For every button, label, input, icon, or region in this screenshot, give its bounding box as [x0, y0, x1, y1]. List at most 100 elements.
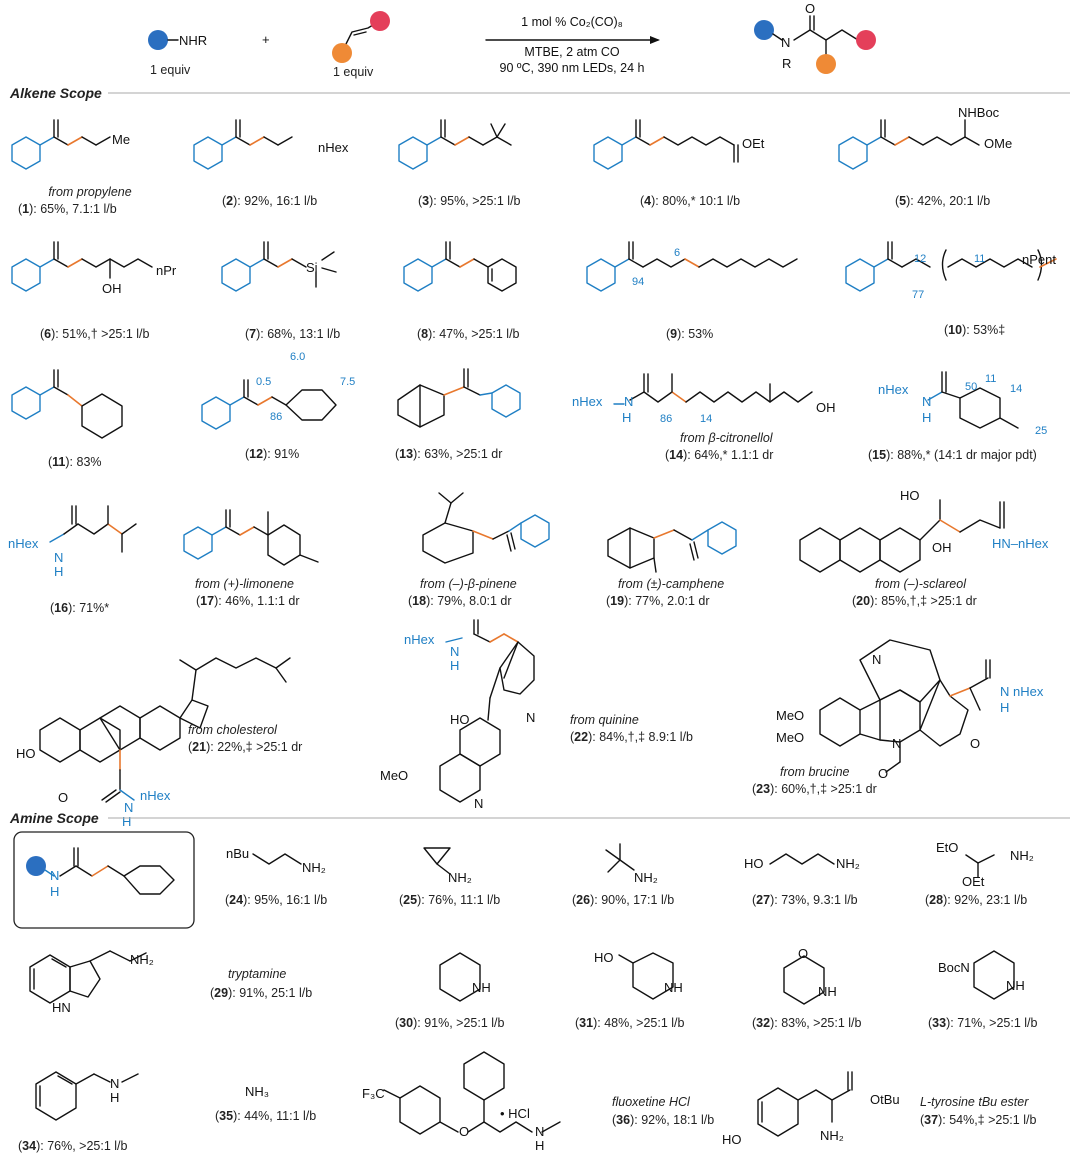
source-14: from β-citronellol: [680, 431, 774, 445]
caption-18: (18): 79%, 8.0:1 dr: [408, 594, 512, 608]
sub-33: BocN: [938, 960, 970, 975]
structure-2: [193, 119, 293, 170]
caption-10: (10): 53%‡: [944, 323, 1005, 337]
general-product-box: [13, 831, 195, 929]
sub-16-nhex: nHex: [8, 536, 39, 551]
caption-30: (30): 91%, >25:1 l/b: [395, 1016, 505, 1030]
sub-24: nBu: [226, 846, 249, 861]
structure-15: [927, 371, 1019, 429]
caption-36: (36): 92%, 18:1 l/b: [612, 1113, 714, 1127]
pct-15-c: 14: [1010, 383, 1022, 395]
source-1: from propylene: [48, 185, 131, 199]
caption-22: (22): 84%,†,‡ 8.9:1 l/b: [570, 730, 693, 744]
sub-21-h: H: [122, 814, 131, 829]
product-dot-orange: [816, 54, 836, 74]
sub-14-h: H: [622, 410, 631, 425]
sub-14-nhex: nHex: [572, 394, 603, 409]
product-dot-red: [856, 30, 876, 50]
caption-9: (9): 53%: [666, 327, 713, 341]
pct-12-c: 7.5: [340, 376, 355, 388]
sub-23-meo1: MeO: [776, 708, 804, 723]
sub-34: H: [110, 1090, 119, 1105]
section-amine-scope: Amine Scope: [9, 810, 99, 826]
nh-24: NH₂: [302, 860, 326, 875]
sub-36: F₃C: [362, 1086, 385, 1101]
sub-23-n: N: [872, 652, 881, 667]
nh-34: N: [110, 1076, 119, 1091]
sub-36-n: N: [535, 1124, 544, 1139]
structure-31: [618, 952, 674, 1000]
amine-equiv: 1 equiv: [150, 63, 191, 77]
nh-31: NH: [664, 980, 683, 995]
sub2-37: OtBu: [870, 1092, 900, 1107]
caption-23: (23): 60%,†,‡ >25:1 dr: [752, 782, 877, 796]
pct-12-d: 86: [270, 411, 282, 423]
structure-36: [383, 1051, 561, 1135]
source-19: from (±)-camphene: [618, 577, 724, 591]
caption-32: (32): 83%, >25:1 l/b: [752, 1016, 862, 1030]
structure-17: [183, 509, 319, 566]
structure-5: [838, 119, 980, 170]
sub-36-h: H: [535, 1138, 544, 1153]
structure-16: [49, 505, 137, 553]
amine-label: NHR: [179, 33, 207, 48]
caption-1-id: (1): 65%, 7.1:1 l/b: [18, 202, 117, 216]
sub-20-ho: HO: [900, 488, 920, 503]
caption-12: (12): 91%: [245, 447, 299, 461]
nh-27: NH₂: [836, 856, 860, 871]
pct-9-b: 94: [632, 276, 644, 288]
sub-21-o: O: [58, 790, 68, 805]
sub-23-nhex: N nHex: [1000, 684, 1044, 699]
sub-4: OEt: [742, 136, 765, 151]
nh-29: NH₂: [130, 952, 154, 967]
sub-23-meo2: MeO: [776, 730, 804, 745]
structure-21: [39, 657, 291, 803]
nh-30: NH: [472, 980, 491, 995]
caption-7: (7): 68%, 13:1 l/b: [245, 327, 340, 341]
structure-24: [252, 853, 302, 865]
sub-31: HO: [594, 950, 614, 965]
caption-21: (21): 22%,‡ >25:1 dr: [188, 740, 302, 754]
sub-23-n2: N: [892, 736, 901, 751]
sub-23-o: O: [970, 736, 980, 751]
source-37: L-tyrosine tBu ester: [920, 1095, 1029, 1109]
caption-27: (27): 73%, 9.3:1 l/b: [752, 893, 858, 907]
sub2-5: NHBoc: [958, 105, 1000, 120]
sub-10: nPent: [1022, 252, 1056, 267]
sub-1: Me: [112, 132, 130, 147]
pct-12-a: 0.5: [256, 376, 271, 388]
structure-30: [439, 952, 481, 1002]
sub-22-h: H: [450, 658, 459, 673]
structure-33: [973, 950, 1015, 1000]
caption-37: (37): 54%,‡ >25:1 l/b: [920, 1113, 1036, 1127]
nh-32: NH: [818, 984, 837, 999]
caption-28: (28): 92%, 23:1 l/b: [925, 893, 1027, 907]
structure-3: [398, 119, 512, 170]
product-n: N: [781, 35, 790, 50]
structure-26: [605, 843, 635, 873]
sub-7: Si: [306, 260, 318, 275]
sub-21-n: N: [124, 800, 133, 815]
structure-6: [11, 241, 153, 292]
sub-20-hn: HN–nHex: [992, 536, 1049, 551]
alkene-dot-orange: [332, 43, 352, 63]
structure-10: [845, 241, 1057, 292]
pct-15-d: 25: [1035, 425, 1047, 437]
caption-13: (13): 63%, >25:1 dr: [395, 447, 502, 461]
sub-22-ho: HO: [450, 712, 470, 727]
product-o: O: [805, 1, 815, 16]
sub-22-meo: MeO: [380, 768, 408, 783]
sub-20-oh: OH: [932, 540, 952, 555]
caption-15: (15): 88%,* (14:1 dr major pdt): [868, 448, 1037, 462]
condition-catalyst: 1 mol % Co₂(CO)₈: [521, 15, 623, 29]
caption-5: (5): 42%, 20:1 l/b: [895, 194, 990, 208]
source-20: from (–)-sclareol: [875, 577, 967, 591]
sub-21-nhex: nHex: [140, 788, 171, 803]
sub-15-nhex: nHex: [878, 382, 909, 397]
structure-general-amine-product: [26, 847, 175, 895]
sub-22-n3: N: [474, 796, 483, 811]
sub-28: EtO: [936, 840, 958, 855]
structure-28: [965, 854, 995, 878]
nh-25: NH₂: [448, 870, 472, 885]
